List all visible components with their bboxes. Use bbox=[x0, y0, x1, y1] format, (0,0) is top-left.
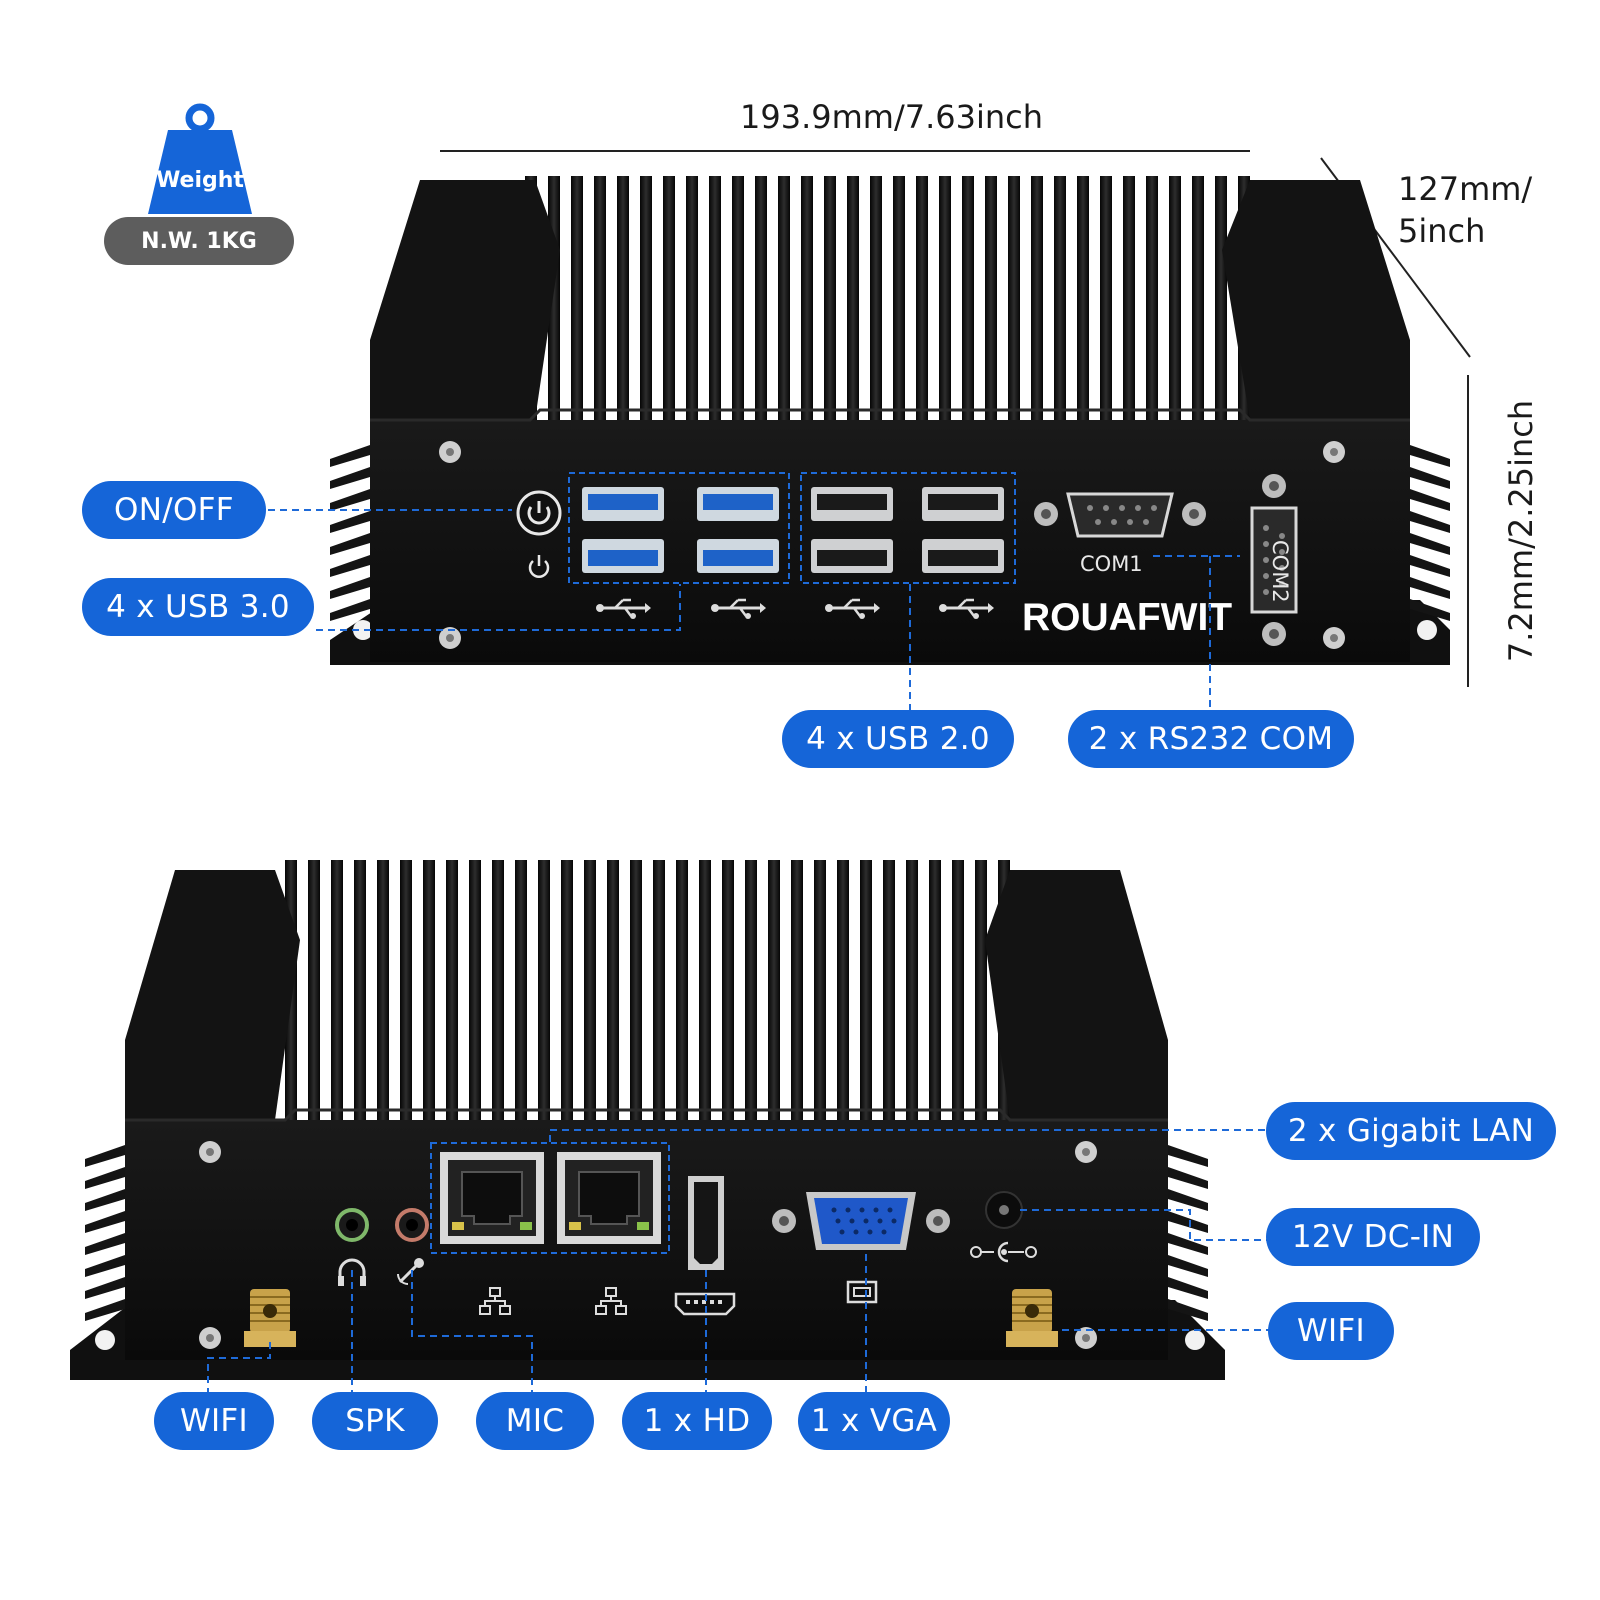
weight-icon bbox=[148, 103, 252, 214]
usb3-port[interactable] bbox=[697, 487, 779, 521]
usb-symbol-icon bbox=[711, 598, 766, 619]
wifi-antenna-connector-left[interactable] bbox=[242, 1285, 298, 1357]
usb2-port[interactable] bbox=[811, 487, 893, 521]
callout-gigabit-lan: 2 x Gigabit LAN bbox=[1266, 1102, 1556, 1160]
com1-label: COM1 bbox=[1080, 552, 1143, 576]
usb2-port[interactable] bbox=[922, 539, 1004, 573]
speaker-jack[interactable] bbox=[334, 1207, 370, 1243]
lan-port[interactable] bbox=[440, 1152, 544, 1244]
hdmi-port[interactable] bbox=[688, 1176, 724, 1270]
callout-dc-in: 12V DC-IN bbox=[1266, 1208, 1480, 1266]
com2-label: COM2 bbox=[1268, 540, 1292, 603]
usb3-port-group bbox=[568, 472, 790, 584]
dimension-depth-line1: 127mm/ bbox=[1398, 170, 1533, 208]
headphone-icon bbox=[338, 1258, 366, 1286]
rear-unit bbox=[70, 860, 1225, 1380]
microphone-icon bbox=[397, 1258, 424, 1285]
lan-port[interactable] bbox=[557, 1152, 661, 1244]
weight-badge: N.W. 1KG bbox=[104, 217, 294, 265]
wifi-antenna-connector-right[interactable] bbox=[1004, 1285, 1060, 1357]
usb-symbol-icon bbox=[939, 598, 994, 619]
lan-port-group bbox=[430, 1142, 670, 1254]
weight-title: Weight bbox=[156, 168, 244, 193]
usb3-port[interactable] bbox=[582, 487, 664, 521]
dimension-height-line bbox=[1467, 375, 1469, 687]
vga-port[interactable] bbox=[768, 1188, 954, 1254]
dimension-width: 193.9mm/7.63inch bbox=[740, 98, 1044, 136]
com1-port[interactable] bbox=[1030, 486, 1210, 542]
brand-logo: ROUAFWIT bbox=[1022, 596, 1233, 639]
com2-port[interactable] bbox=[1244, 470, 1304, 650]
network-icon bbox=[479, 1287, 511, 1315]
power-symbol-icon bbox=[528, 555, 550, 578]
dimension-height: 7.2mm/2.25inch bbox=[1502, 399, 1540, 663]
callout-onoff: ON/OFF bbox=[82, 481, 266, 539]
callout-spk: SPK bbox=[312, 1392, 438, 1450]
dc-in-jack[interactable] bbox=[984, 1190, 1024, 1230]
callout-vga: 1 x VGA bbox=[798, 1392, 950, 1450]
callout-usb3: 4 x USB 3.0 bbox=[82, 578, 314, 636]
usb2-port-group bbox=[800, 472, 1016, 584]
usb-symbol-icon bbox=[596, 598, 651, 619]
usb2-port[interactable] bbox=[811, 539, 893, 573]
dimension-width-line bbox=[440, 150, 1250, 152]
dimension-depth-line2: 5inch bbox=[1398, 212, 1486, 250]
usb3-port[interactable] bbox=[697, 539, 779, 573]
dc-polarity-icon bbox=[970, 1241, 1037, 1263]
hdmi-icon bbox=[674, 1292, 736, 1316]
callout-wifi-right: WIFI bbox=[1268, 1302, 1394, 1360]
usb-symbol-icon bbox=[825, 598, 880, 619]
callout-hd: 1 x HD bbox=[622, 1392, 772, 1450]
callout-wifi-left: WIFI bbox=[154, 1392, 274, 1450]
callout-usb2: 4 x USB 2.0 bbox=[782, 710, 1014, 768]
usb2-port[interactable] bbox=[922, 487, 1004, 521]
monitor-icon bbox=[846, 1280, 878, 1304]
mic-jack[interactable] bbox=[394, 1207, 430, 1243]
usb3-port[interactable] bbox=[582, 539, 664, 573]
callout-rs232-com: 2 x RS232 COM bbox=[1068, 710, 1354, 768]
power-button-icon[interactable] bbox=[514, 488, 564, 538]
callout-mic: MIC bbox=[476, 1392, 594, 1450]
network-icon bbox=[595, 1287, 627, 1315]
